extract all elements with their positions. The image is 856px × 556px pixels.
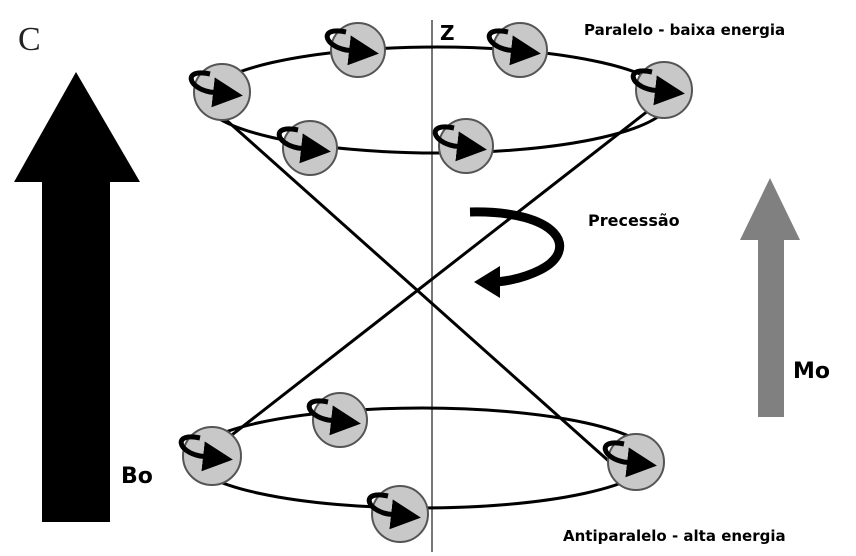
curved-arrow-icon — [366, 492, 421, 530]
cone-line-right-upper — [209, 98, 663, 454]
precession-label: Precessão — [588, 211, 680, 230]
curved-arrow-icon — [602, 440, 657, 478]
spin-upper-6 — [432, 118, 494, 174]
antiparallel-label: Antiparalelo - alta energia — [563, 527, 786, 545]
lower-precession-ellipse — [190, 406, 654, 510]
z-axis-label: Z — [440, 21, 455, 45]
cone-line-left-upper — [214, 108, 613, 466]
spin-lower-3 — [366, 485, 429, 543]
spin-lower-2 — [306, 392, 368, 448]
curved-arrow-icon — [324, 28, 379, 66]
spin-upper-4 — [630, 61, 693, 119]
spin-upper-3 — [486, 22, 548, 78]
spin-lower-1 — [178, 426, 242, 486]
parallel-label: Paralelo - baixa energia — [584, 21, 785, 39]
curved-arrow-icon — [432, 124, 487, 162]
curved-arrow-icon — [486, 28, 541, 66]
curved-arrow-icon — [178, 434, 233, 472]
spin-upper-2 — [324, 22, 386, 78]
curved-arrow-icon — [276, 126, 331, 164]
panel-letter: C — [18, 21, 41, 58]
bo-field-arrow — [14, 72, 140, 522]
spin-upper-1 — [188, 63, 251, 121]
curved-arrow-icon — [188, 70, 243, 108]
curved-arrow-icon — [306, 398, 361, 436]
curved-arrow-icon — [630, 68, 685, 106]
precession-arrow-icon — [469, 207, 564, 298]
mo-magnetization-arrow — [740, 178, 800, 417]
spin-upper-5 — [276, 120, 338, 176]
spin-lower-4 — [602, 433, 665, 491]
mo-label: Mo — [793, 359, 830, 384]
bo-label: Bo — [121, 464, 153, 489]
